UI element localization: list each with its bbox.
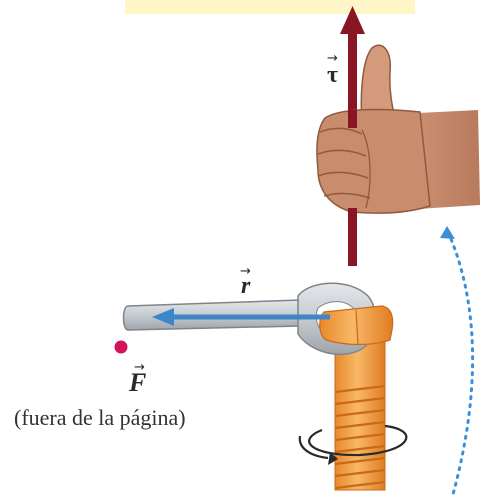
torque-vector-lower (348, 208, 357, 266)
bolt-head (319, 305, 394, 346)
top-highlight-band (125, 0, 415, 14)
torque-label-arrow: → (327, 51, 338, 66)
bolt-icon (334, 334, 386, 491)
torque-vector-head (340, 6, 365, 34)
rotation-arc-arrowhead (440, 226, 455, 239)
position-label-arrow: → (240, 264, 251, 279)
torque-label: τ (327, 62, 339, 88)
hand-thumb-up-icon (316, 44, 480, 214)
position-label: r (241, 273, 251, 299)
force-vector-dot (114, 340, 128, 354)
rotation-arrow-icon (298, 424, 408, 465)
force-label-arrow: → (134, 360, 145, 375)
rotation-arc (440, 226, 475, 498)
force-label: F (129, 368, 147, 397)
force-direction-note: (fuera de la página) (14, 405, 186, 430)
position-vector-head (152, 308, 174, 326)
